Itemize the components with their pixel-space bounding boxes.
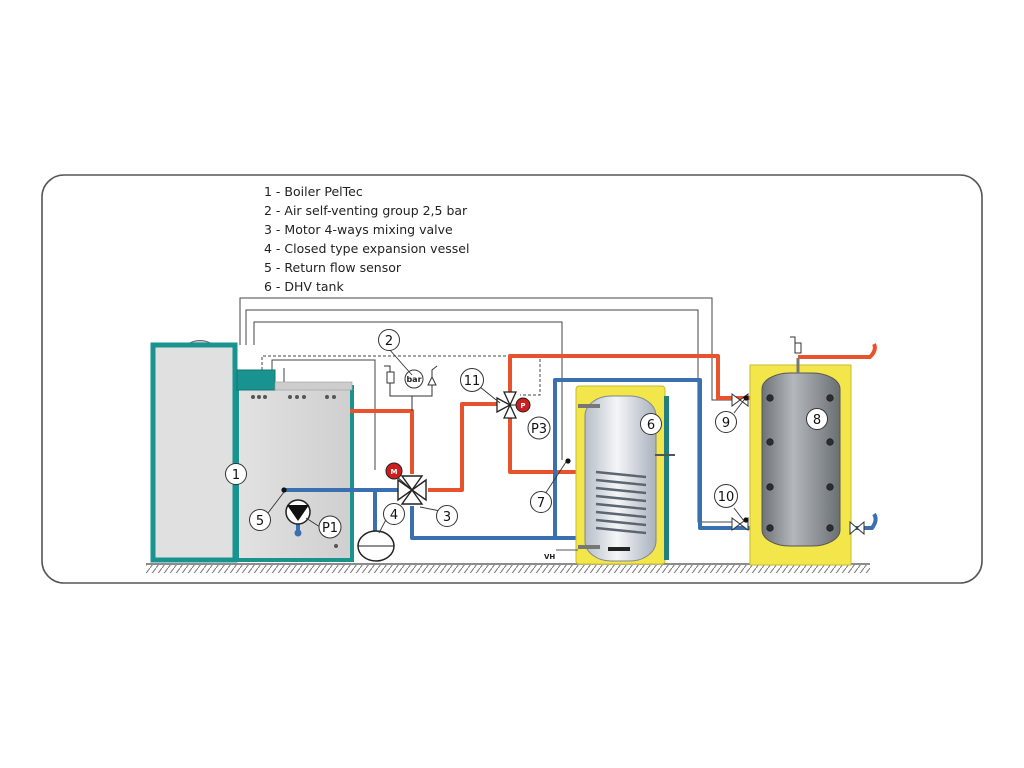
svg-text:1: 1: [232, 468, 240, 483]
svg-text:2: 2: [385, 334, 393, 349]
valve-10: [731, 517, 749, 531]
legend-item-4: 4 - Closed type expansion vessel: [264, 241, 469, 256]
callout-leaders: [267, 348, 745, 534]
svg-text:10: 10: [718, 490, 735, 505]
legend-item-2: 2 - Air self-venting group 2,5 bar: [264, 203, 468, 218]
callout-7: 7: [530, 491, 552, 513]
legend: 1 - Boiler PelTec 2 - Air self-venting g…: [264, 184, 469, 294]
hot-pipe-buffer-outlet: [798, 343, 877, 359]
legend-item-5: 5 - Return flow sensor: [264, 260, 402, 275]
air-venting-group: bar: [384, 365, 438, 411]
svg-text:8: 8: [813, 413, 821, 428]
callout-6: 6: [640, 413, 662, 435]
hot-pipe-valve-to-dhw: [508, 412, 588, 474]
callout-p3: P3: [527, 416, 551, 440]
legend-item-3: 3 - Motor 4-ways mixing valve: [264, 222, 453, 237]
cold-pipe-buffer-inlet: [838, 512, 878, 530]
svg-text:P3: P3: [531, 422, 547, 437]
motor: M: [385, 462, 403, 480]
legend-item-1: 1 - Boiler PelTec: [264, 184, 363, 199]
callout-2: 2: [378, 329, 400, 351]
dhw-tank-coil: [595, 470, 647, 535]
cold-pipes: [284, 378, 878, 540]
callout-5: 5: [249, 509, 271, 531]
valve-outlet: [849, 520, 865, 536]
callouts: 1 2 3 4 5 6 7 8: [225, 329, 828, 539]
boiler: [150, 340, 354, 563]
buffer-tank: [749, 336, 852, 566]
pump3-label: P: [520, 402, 525, 410]
svg-text:5: 5: [256, 514, 264, 529]
boiler-feeder: [236, 369, 276, 391]
pump-p1: [285, 499, 311, 525]
motor-label: M: [391, 468, 398, 476]
svg-text:3: 3: [443, 510, 451, 525]
pump-p3: P: [510, 397, 531, 413]
ground: [146, 563, 870, 573]
callout-9: 9: [715, 411, 737, 433]
mixing-valve: [395, 475, 427, 505]
svg-text:P1: P1: [322, 521, 338, 536]
boiler-pellet-silo: [150, 342, 238, 563]
callout-p1: P1: [318, 515, 342, 539]
legend-item-6: 6 - DHV tank: [264, 279, 344, 294]
callout-1: 1: [225, 463, 247, 485]
three-way-valve: [496, 391, 518, 419]
cold-pipe-mixer-to-buffer: [410, 378, 762, 540]
callout-11: 11: [460, 368, 484, 392]
expansion-vessel: [357, 530, 395, 562]
callout-10: 10: [714, 484, 738, 508]
buffer-tank-ports: [766, 394, 834, 532]
bar-gauge-label: bar: [406, 375, 421, 384]
svg-text:7: 7: [537, 496, 545, 511]
vh-label: VH: [544, 553, 555, 561]
svg-text:4: 4: [390, 508, 398, 523]
callout-4: 4: [383, 503, 405, 525]
svg-text:9: 9: [722, 416, 730, 431]
callout-8: 8: [806, 408, 828, 430]
hot-pipe-mixer-to-valve: [428, 402, 503, 492]
svg-text:6: 6: [647, 418, 655, 433]
svg-text:11: 11: [464, 374, 481, 389]
callout-3: 3: [436, 505, 458, 527]
